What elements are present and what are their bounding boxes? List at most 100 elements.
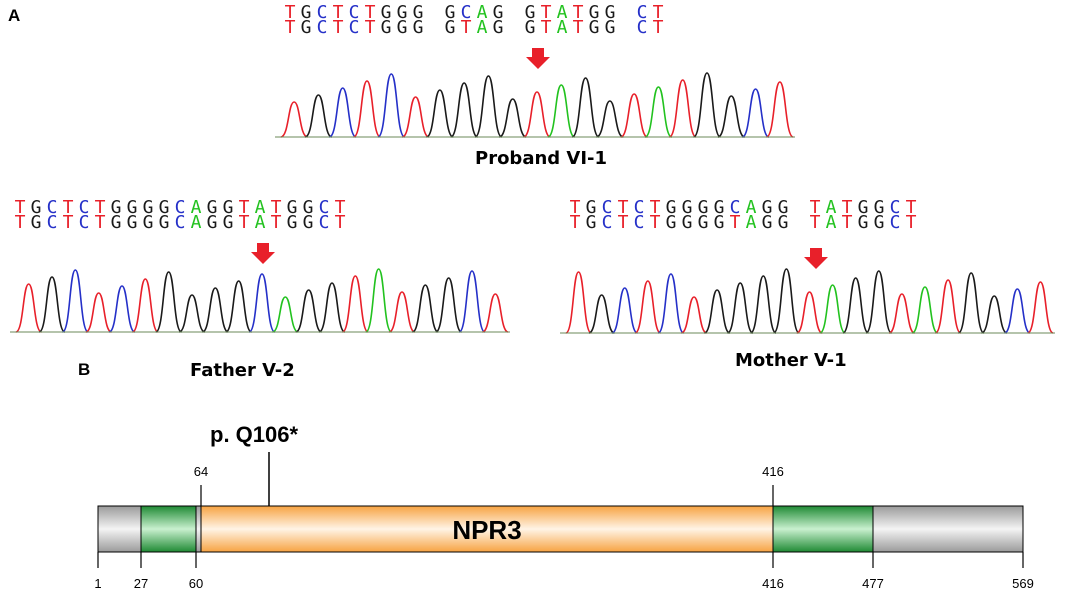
base-letter: C xyxy=(316,17,328,38)
trace-peak xyxy=(388,291,416,333)
base-letter: A xyxy=(254,197,266,218)
base-letter: T xyxy=(332,2,344,23)
base-letter: C xyxy=(174,212,186,233)
base-letter: T xyxy=(270,197,282,218)
base-letter: G xyxy=(158,197,170,218)
trace-peak xyxy=(571,77,600,138)
father-chromatogram xyxy=(10,243,510,333)
trace-peak xyxy=(411,284,439,333)
base-letter: G xyxy=(761,212,773,233)
trace-peak xyxy=(318,282,346,333)
trace-peak xyxy=(765,81,794,138)
trace-peak xyxy=(328,87,357,138)
base-letter: G xyxy=(713,212,725,233)
proband-label: Proband VI-1 xyxy=(475,148,608,169)
base-letter: T xyxy=(729,212,741,233)
base-letter: G xyxy=(110,212,122,233)
trace-peak xyxy=(248,273,276,333)
base-letter: T xyxy=(617,212,629,233)
base-letter: T xyxy=(14,197,26,218)
base-letter: T xyxy=(540,2,552,23)
base-letter: G xyxy=(142,212,154,233)
base-letter: G xyxy=(585,212,597,233)
trace-peak xyxy=(981,295,1008,334)
trace-peak xyxy=(1003,288,1031,334)
trace-peak xyxy=(38,276,66,333)
base-letter: G xyxy=(222,197,234,218)
base-letter: T xyxy=(841,197,853,218)
base-letter: G xyxy=(396,2,408,23)
base-letter: G xyxy=(380,17,392,38)
trace-peak xyxy=(202,287,229,333)
base-letter: C xyxy=(601,212,613,233)
base-letter: G xyxy=(380,2,392,23)
trace-peak xyxy=(911,286,939,334)
trace-peak xyxy=(934,279,962,334)
base-letter: T xyxy=(652,17,664,38)
trace-peak xyxy=(842,277,870,334)
bottom-tick-label: 477 xyxy=(862,576,884,591)
trace-peak xyxy=(352,80,382,138)
trace-peak xyxy=(957,272,985,334)
variant-arrow-icon xyxy=(804,248,828,269)
trace-peak xyxy=(888,293,916,334)
base-letter: T xyxy=(14,212,26,233)
base-letter: G xyxy=(444,2,456,23)
trace-peak xyxy=(865,270,893,334)
base-letter: A xyxy=(825,197,837,218)
base-letter: C xyxy=(889,212,901,233)
base-letter: G xyxy=(286,197,298,218)
mutation-label: p. Q106* xyxy=(210,422,298,447)
trace-peak xyxy=(596,100,624,138)
base-letter: G xyxy=(396,17,408,38)
base-letter: C xyxy=(889,197,901,218)
proband-chromatogram xyxy=(275,48,795,138)
trace-peak xyxy=(796,291,823,334)
base-letter: A xyxy=(476,2,488,23)
base-letter: T xyxy=(332,17,344,38)
base-letter: T xyxy=(617,197,629,218)
bottom-tick-label: 416 xyxy=(762,576,784,591)
trace-peak xyxy=(703,289,731,334)
trace-peak xyxy=(668,79,697,138)
base-letter: G xyxy=(857,197,869,218)
protein-name: NPR3 xyxy=(452,515,521,545)
base-letter: C xyxy=(729,197,741,218)
trace-peak xyxy=(435,277,463,333)
trace-peak xyxy=(401,96,430,138)
mother-label: Mother V-1 xyxy=(735,350,847,371)
base-letter: C xyxy=(174,197,186,218)
base-letter: G xyxy=(444,17,456,38)
base-letter: T xyxy=(809,197,821,218)
trace-peak xyxy=(749,275,777,334)
base-letter: G xyxy=(492,2,504,23)
base-letter: T xyxy=(284,17,296,38)
base-letter: T xyxy=(905,212,917,233)
base-letter: T xyxy=(841,212,853,233)
top-tick-416: 416 xyxy=(762,464,784,479)
base-letter: G xyxy=(681,212,693,233)
base-letter: T xyxy=(94,197,106,218)
base-letter: C xyxy=(316,2,328,23)
base-letter: A xyxy=(825,212,837,233)
base-letter xyxy=(618,20,634,35)
trace-peak xyxy=(692,72,722,138)
top-tick-64: 64 xyxy=(194,464,208,479)
base-letter: G xyxy=(126,197,138,218)
base-letter: G xyxy=(206,197,218,218)
base-letter: A xyxy=(476,17,488,38)
base-letter: G xyxy=(142,197,154,218)
base-letter: T xyxy=(238,197,250,218)
base-letter: G xyxy=(302,212,314,233)
trace-peak xyxy=(547,84,576,138)
trace-peak xyxy=(741,88,770,138)
trace-peak xyxy=(15,283,43,333)
base-letter: T xyxy=(649,197,661,218)
trace-peak xyxy=(280,101,308,138)
base-letter: G xyxy=(761,197,773,218)
father-label: Father V-2 xyxy=(190,360,295,381)
base-letter: G xyxy=(588,17,600,38)
trace-peak xyxy=(85,292,112,333)
